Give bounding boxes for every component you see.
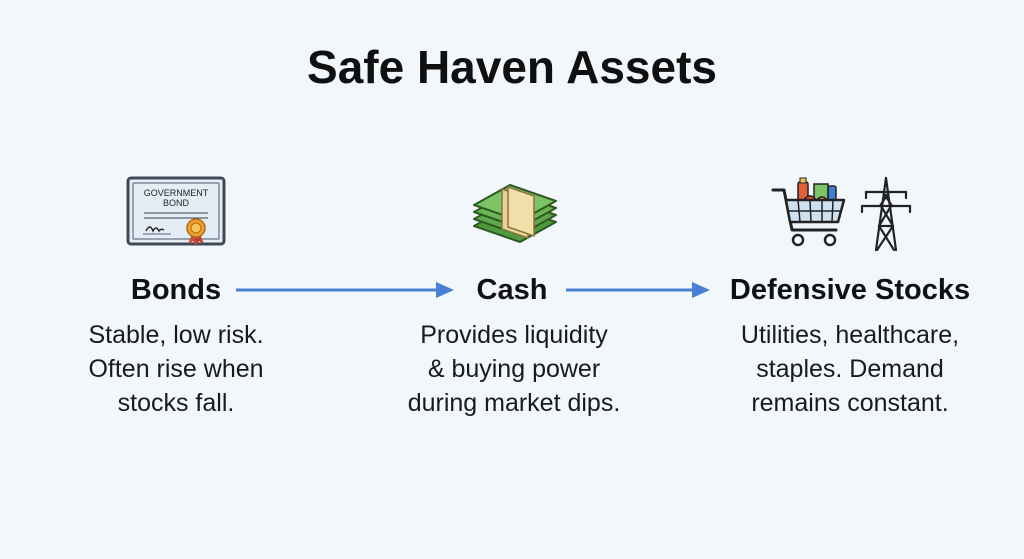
bonds-label: Bonds	[130, 274, 222, 306]
bonds-description-line: stocks fall.	[117, 389, 235, 417]
arrow-cash-to-defensive-stocks	[566, 279, 714, 301]
bonds-description: Stable, low risk. Often rise when stocks…	[56, 318, 296, 420]
cash-description-line: & buying power	[427, 355, 601, 383]
diagram-title: Safe Haven Assets	[307, 41, 717, 93]
bonds-description-line: Often rise when	[88, 355, 264, 383]
cash-label: Cash	[476, 274, 548, 306]
cash-description: Provides liquidity & buying power during…	[382, 318, 646, 420]
shopping-cart-and-power-tower-icon	[770, 174, 922, 256]
bond-icon-line-2: BOND	[163, 198, 190, 208]
cash-description-line: during market dips.	[407, 389, 621, 417]
cash-stack-icon	[468, 178, 560, 248]
bonds-description-line: Stable, low risk.	[88, 321, 264, 349]
arrow-bonds-to-cash	[236, 279, 458, 301]
defensive-stocks-description-line: remains constant.	[751, 389, 949, 417]
defensive-stocks-label: Defensive Stocks	[729, 274, 971, 306]
bond-icon-line-1: GOVERNMENT	[144, 188, 209, 198]
defensive-stocks-description: Utilities, healthcare, staples. Demand r…	[716, 318, 984, 420]
defensive-stocks-description-line: Utilities, healthcare,	[740, 321, 960, 349]
defensive-stocks-description-line: staples. Demand	[756, 355, 944, 383]
government-bond-certificate-icon: GOVERNMENT BOND	[126, 176, 226, 246]
cash-description-line: Provides liquidity	[420, 321, 608, 349]
